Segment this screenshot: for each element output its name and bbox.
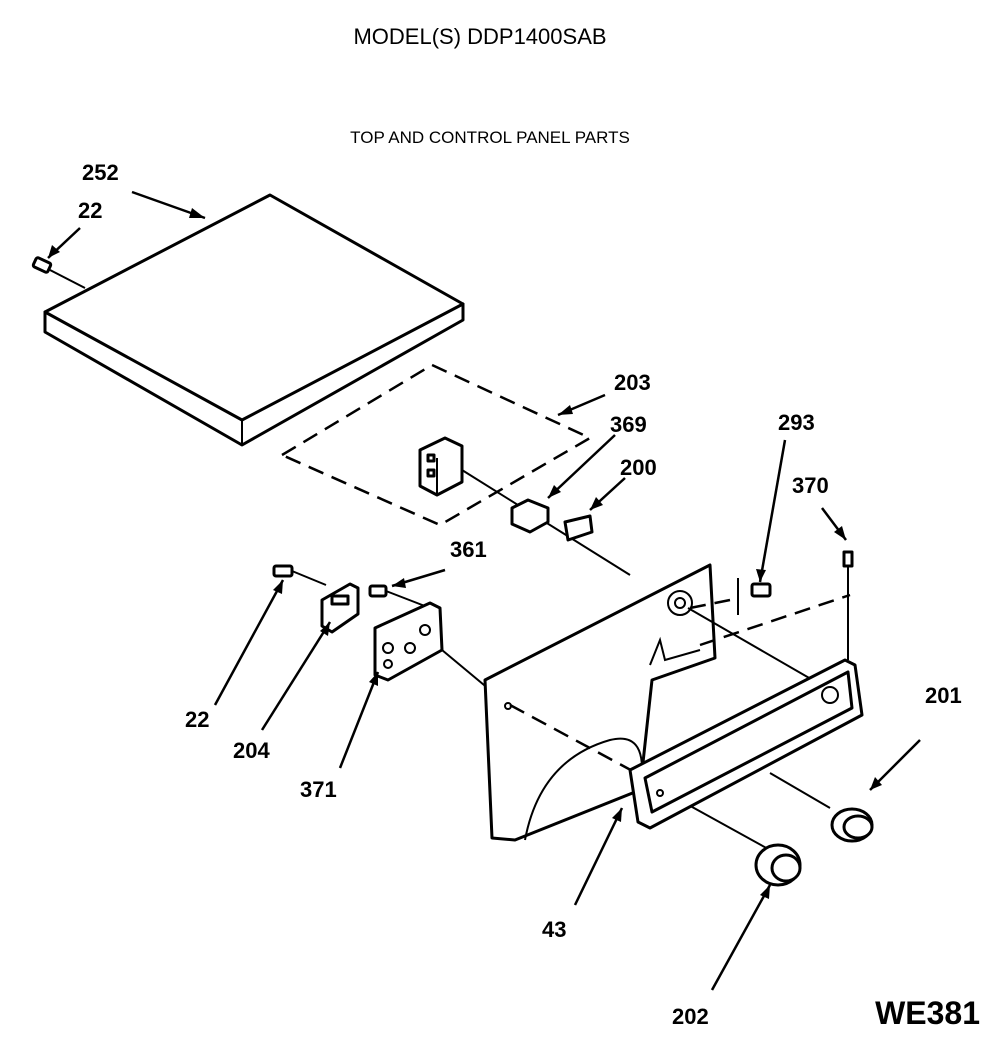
callout-369: 369	[610, 412, 647, 437]
knob-202	[754, 843, 802, 887]
model-title: MODEL(S) DDP1400SAB	[353, 24, 606, 49]
screw-361	[368, 584, 431, 609]
control-fascia	[628, 658, 864, 830]
callout-203: 203	[614, 370, 651, 395]
section-title: TOP AND CONTROL PANEL PARTS	[350, 128, 630, 147]
control-panel-43	[483, 563, 717, 842]
callout-arrows	[47, 190, 921, 991]
screw-293	[750, 582, 772, 598]
callout-252: 252	[82, 160, 119, 185]
callout-43: 43	[542, 917, 566, 942]
callout-204: 204	[233, 738, 270, 763]
callout-22-left: 22	[185, 707, 209, 732]
mounting-plate-371	[373, 601, 491, 691]
push-button-201	[830, 807, 874, 843]
callout-370: 370	[792, 473, 829, 498]
callout-200: 200	[620, 455, 657, 480]
callout-371: 371	[300, 777, 337, 802]
top-panel	[43, 193, 465, 447]
callout-202: 202	[672, 1004, 709, 1029]
screw-22-top	[31, 256, 86, 289]
hinge-bracket-204	[320, 582, 360, 634]
callout-22-top: 22	[78, 198, 102, 223]
dashed-outline-203	[279, 363, 593, 527]
callout-293: 293	[778, 410, 815, 435]
callout-201: 201	[925, 683, 962, 708]
switch-assembly	[418, 436, 631, 576]
screw-22-left	[272, 564, 327, 586]
callout-361: 361	[450, 537, 487, 562]
diagram-id: WE381	[875, 995, 980, 1031]
clip-370	[842, 550, 854, 568]
